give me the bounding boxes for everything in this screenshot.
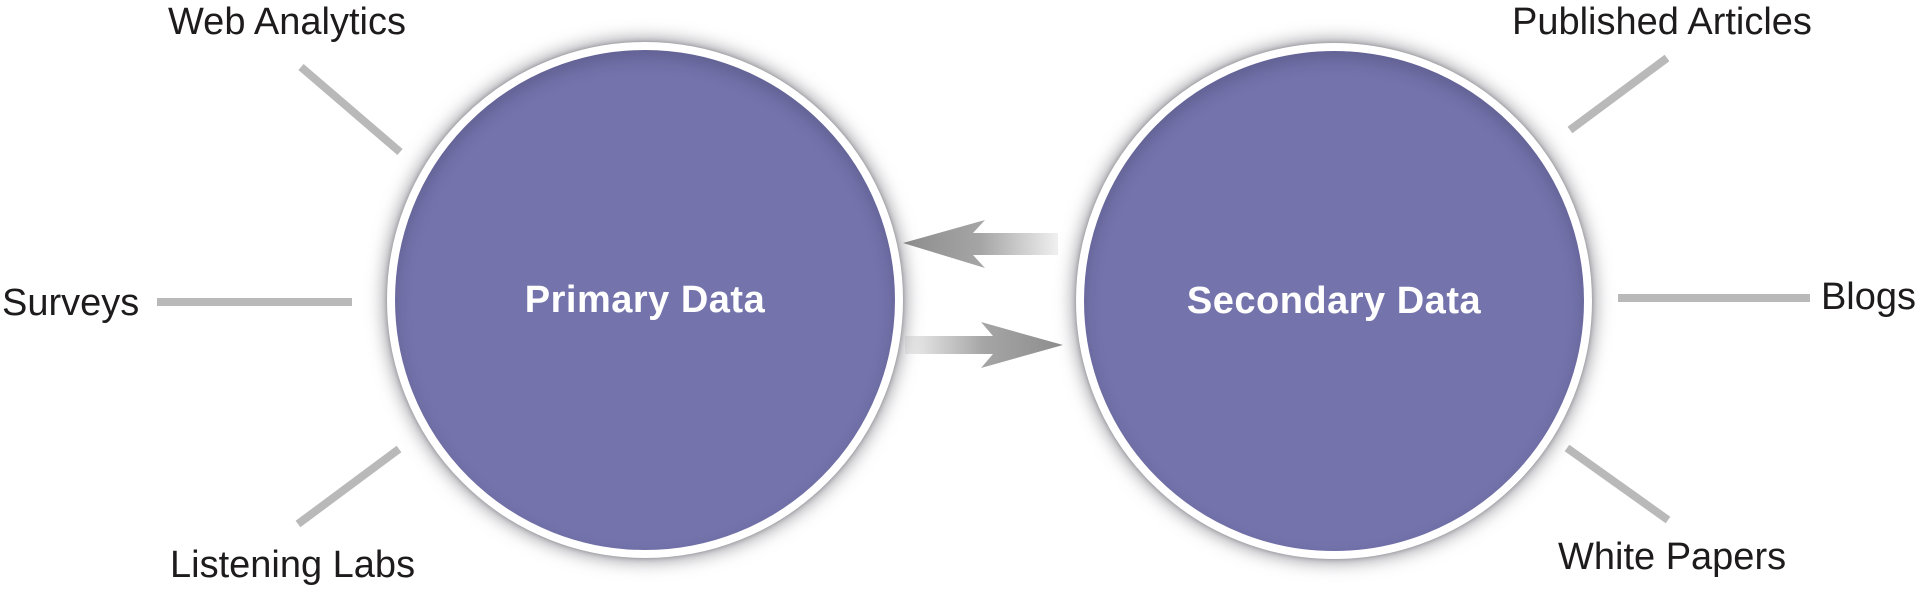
primary-data-label: Primary Data — [524, 278, 766, 321]
arrow-left-icon — [903, 220, 1058, 268]
label-blogs: Blogs — [1820, 276, 1916, 318]
label-web-analytics: Web Analytics — [168, 1, 406, 43]
arrow-right-icon — [905, 322, 1063, 368]
secondary-data-label: Secondary Data — [1186, 279, 1482, 322]
label-listening-labs: Listening Labs — [170, 544, 416, 586]
label-surveys: Surveys — [2, 282, 140, 324]
secondary-data-node: Secondary Data — [1076, 43, 1592, 559]
connector-published-articles — [1567, 54, 1670, 134]
connector-listening-labs — [295, 445, 402, 528]
label-white-papers: White Papers — [1558, 536, 1787, 578]
connector-web-analytics — [298, 63, 403, 156]
label-published-articles: Published Articles — [1512, 1, 1812, 43]
connector-white-papers — [1564, 444, 1671, 524]
primary-data-node: Primary Data — [387, 42, 903, 558]
